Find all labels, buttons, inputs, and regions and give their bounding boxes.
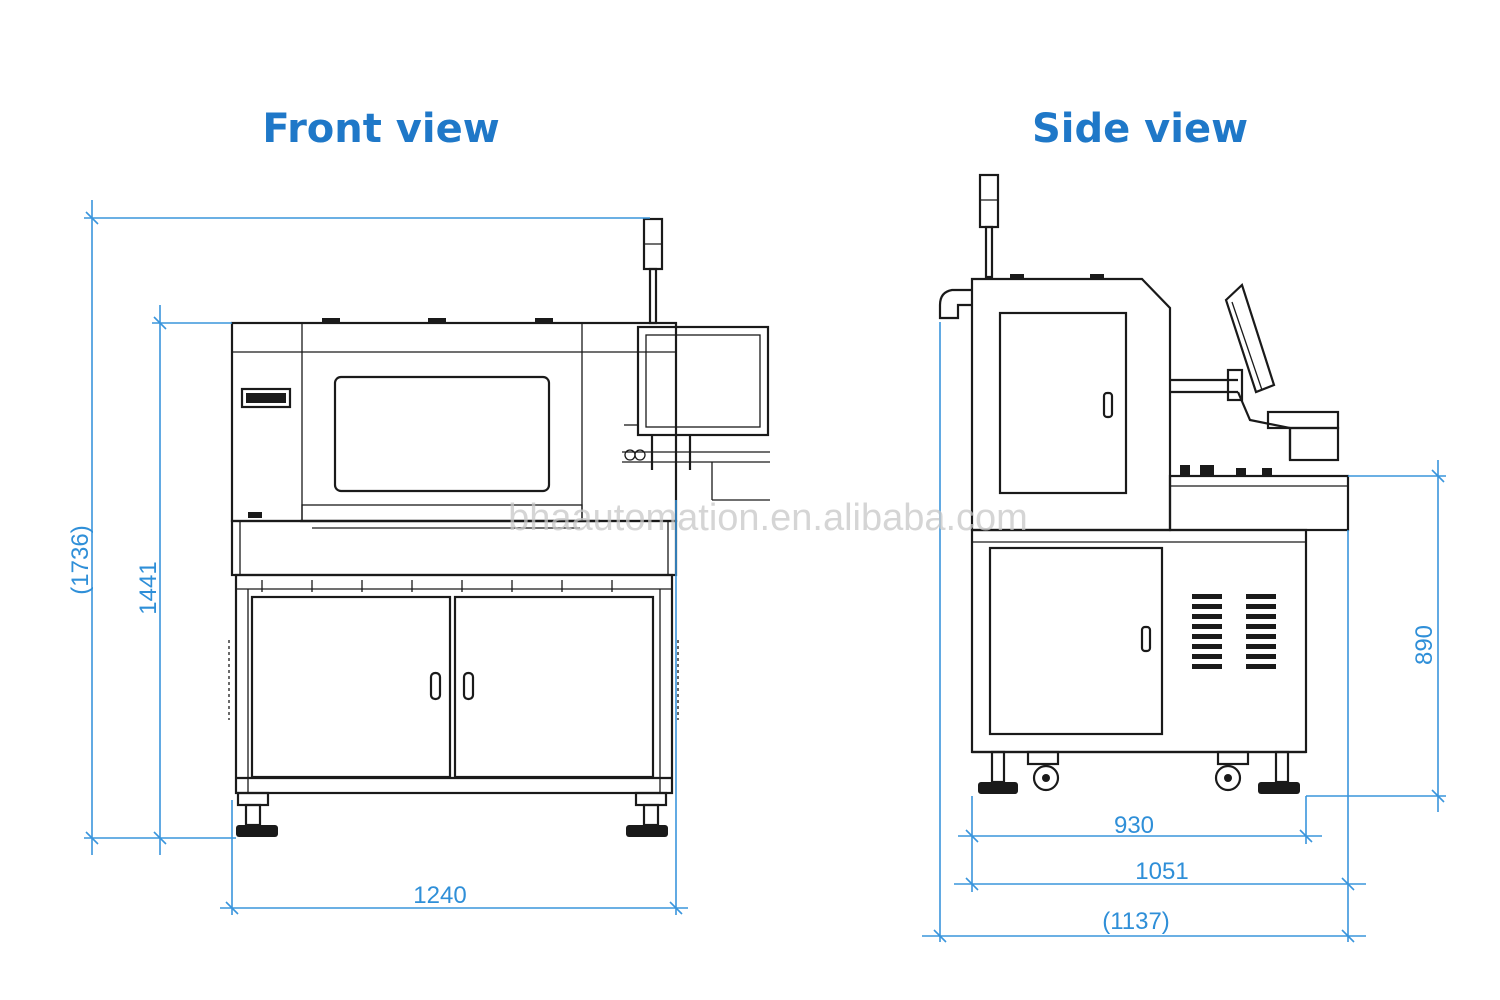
dim-side-depth-base: 930 xyxy=(1114,812,1154,839)
dim-front-body-height: 1441 xyxy=(135,561,162,614)
dim-side-depth-overall: (1137) xyxy=(1102,908,1170,935)
side-lower-door xyxy=(988,546,1164,736)
logo-mark xyxy=(246,393,286,403)
side-signal-tower xyxy=(978,173,1000,229)
logo-plate xyxy=(240,387,292,409)
side-upper-handle xyxy=(1102,391,1114,419)
side-monitor xyxy=(1224,283,1276,394)
dim-side-depth-body: 1051 xyxy=(1135,858,1188,885)
dim-side-table-height: 890 xyxy=(1411,625,1438,665)
side-lower-handle xyxy=(1140,625,1152,653)
left-cabinet-door xyxy=(250,595,452,779)
dim-front-width: 1240 xyxy=(413,882,466,909)
side-view-title: Side view xyxy=(1032,106,1248,152)
right-cabinet-door xyxy=(453,595,655,779)
front-view-title: Front view xyxy=(262,106,499,152)
left-door-handle xyxy=(429,671,442,701)
side-view-machine xyxy=(938,173,1350,794)
front-view-dimensions xyxy=(84,200,688,915)
dim-front-overall-height: (1736) xyxy=(67,525,94,594)
front-window xyxy=(333,375,551,493)
side-upper-door xyxy=(998,311,1128,495)
watermark: bhaautomation.en.alibaba.com xyxy=(508,497,1028,539)
front-monitor xyxy=(636,325,770,437)
side-vents xyxy=(1192,594,1276,669)
side-view-dimensions xyxy=(922,322,1446,943)
right-door-handle xyxy=(462,671,475,701)
